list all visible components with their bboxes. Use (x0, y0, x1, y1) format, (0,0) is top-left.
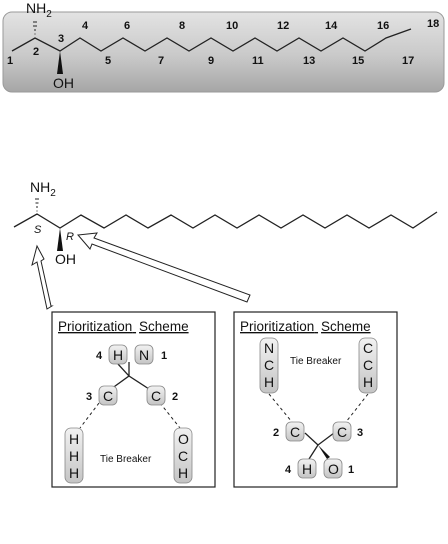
carbon-number: 6 (124, 20, 130, 32)
main-chain-bonds (14, 212, 437, 228)
priority-rank: 2 (172, 391, 178, 403)
atom-label: C (290, 424, 300, 440)
main-bold-wedge (57, 228, 63, 251)
carbon-number: 5 (105, 55, 111, 67)
priority-rank: 4 (285, 464, 292, 476)
tie-breaker-label: Tie Breaker (290, 356, 342, 367)
carbon-number: 15 (352, 55, 364, 67)
atom-label: H (264, 374, 274, 390)
scheme-left-title-word1: Prioritization (58, 319, 132, 334)
carbon-number: 17 (402, 55, 414, 67)
priority-rank: 3 (357, 427, 363, 439)
atom-label: C (363, 340, 373, 356)
arrow-to-s-center (32, 246, 52, 309)
atom-label: O (178, 431, 189, 447)
main-amine-label: NH2 (30, 179, 56, 199)
scheme-right-title-word2: Scheme (321, 319, 371, 334)
priority-rank: 4 (96, 350, 103, 362)
scheme-right-title: Prioritization Scheme (240, 319, 371, 334)
main-hydroxyl-label: OH (55, 251, 76, 267)
carbon-number: 12 (277, 20, 289, 32)
scheme-right-panel: Prioritization Scheme N C H C C H Tie Br… (234, 312, 397, 487)
top-molecule-panel: NH2 OH 1 2 3 4 5 6 7 8 9 10 11 12 13 14 … (3, 0, 444, 92)
atom-label: H (69, 448, 79, 464)
main-dashed-wedge (35, 199, 39, 211)
atom-label: C (151, 388, 161, 404)
carbon-number: 2 (33, 46, 39, 58)
atom-label: C (363, 357, 373, 373)
atom-label: C (264, 357, 274, 373)
carbon-number: 10 (226, 20, 238, 32)
carbon-number: 3 (58, 33, 64, 45)
atom-label: C (337, 424, 347, 440)
atom-label: H (178, 465, 188, 481)
priority-rank: 1 (161, 350, 167, 362)
carbon-number: 11 (252, 55, 264, 67)
priority-rank: 2 (273, 427, 279, 439)
carbon-number: 1 (7, 55, 13, 67)
carbon-number: 9 (208, 55, 214, 67)
main-molecule: NH2 OH S R (14, 179, 437, 309)
scheme-right-title-word1: Prioritization (240, 319, 314, 334)
carbon-number: 4 (82, 20, 89, 32)
carbon-number: 14 (325, 20, 338, 32)
scheme-left-title-word2: Scheme (139, 319, 189, 334)
priority-rank: 3 (86, 391, 92, 403)
atom-label: N (139, 347, 149, 363)
tie-breaker-label: Tie Breaker (100, 454, 152, 465)
atom-label: O (328, 461, 339, 477)
priority-rank: 1 (348, 464, 354, 476)
atom-label: H (69, 465, 79, 481)
atom-label: H (69, 431, 79, 447)
atom-label: H (113, 347, 123, 363)
atom-label: N (264, 340, 274, 356)
carbon-number: 13 (303, 55, 315, 67)
scheme-left-panel: Prioritization Scheme H 4 N 1 C 3 C 2 H … (52, 312, 215, 487)
atom-label: H (302, 461, 312, 477)
top-hydroxyl-label: OH (53, 75, 74, 91)
atom-label: C (103, 388, 113, 404)
carbon-number: 8 (179, 20, 185, 32)
carbon-number: 16 (377, 20, 389, 32)
carbon-number: 7 (158, 55, 164, 67)
carbon-number: 18 (427, 18, 439, 30)
stereo-s-label: S (34, 224, 42, 236)
atom-label: H (363, 374, 373, 390)
arrow-to-r-center (78, 233, 250, 302)
atom-label: C (178, 448, 188, 464)
scheme-left-title: Prioritization Scheme (58, 319, 189, 334)
stereo-r-label: R (66, 231, 74, 243)
